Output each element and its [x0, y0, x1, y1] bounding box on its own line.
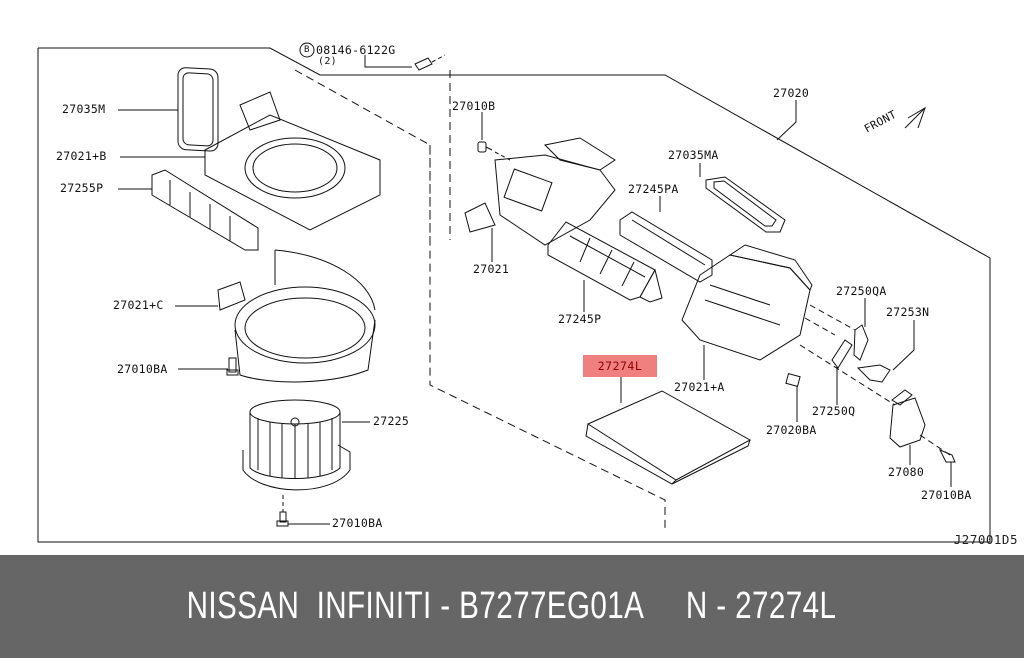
part-label[interactable]: 27010BA [117, 362, 168, 376]
screw-icon [226, 357, 239, 376]
screw-icon [477, 141, 511, 161]
exploded-lines [799, 304, 951, 456]
part-label[interactable]: 27021 [473, 262, 510, 276]
screw-icon [938, 449, 956, 463]
front-arrow-icon [904, 106, 926, 129]
bolt-symbol-circle-icon [299, 42, 315, 58]
blower-motor-27225-icon [242, 399, 351, 491]
part-label[interactable]: 27035M [62, 102, 106, 116]
filter-housing-27245p-icon [547, 221, 663, 303]
clip-27020ba-icon [785, 373, 801, 387]
actuator-27080-icon [889, 389, 926, 448]
bolt-icon [414, 54, 446, 71]
part-label[interactable]: 27035MA [668, 148, 719, 162]
lever-27250q-icon [831, 339, 853, 369]
main-housing-27021a-icon [681, 244, 813, 361]
outer-frame [37, 47, 991, 543]
part-label[interactable]: 27080 [888, 465, 925, 479]
part-label[interactable]: 27245P [558, 312, 602, 326]
diagram-linework [37, 42, 991, 543]
dashed-group-boundary [294, 69, 666, 530]
part-label[interactable]: 27253N [886, 305, 930, 319]
link-27253n-icon [856, 364, 891, 383]
drawing-code: J27001D5 [953, 532, 1018, 547]
highlighted-part-label[interactable]: 27274L [583, 355, 657, 377]
screw-icon [276, 495, 289, 527]
actuator-link-27250qa-icon [853, 324, 869, 361]
part-label[interactable]: 27010BA [332, 516, 383, 530]
part-label[interactable]: 27021+C [113, 298, 164, 312]
bolt-part-number[interactable]: 08146-6122G [316, 43, 396, 57]
part-label[interactable]: 27250QA [836, 284, 887, 298]
gasket-27035m-icon [177, 67, 219, 152]
cabin-filter-27274l-icon [585, 390, 752, 485]
grille-27255p-icon [151, 169, 259, 251]
part-label[interactable]: 27020BA [766, 423, 817, 437]
leader-lines [118, 55, 952, 525]
part-label[interactable]: 27021+A [674, 380, 725, 394]
part-label[interactable]: 27021+B [56, 149, 107, 163]
banner-text: NISSAN INFINITI - B7277EG01A N - 27274L [187, 585, 837, 627]
filter-frame-27245pa-icon [619, 211, 713, 283]
lower-case-27021c-icon [217, 249, 376, 383]
upper-case-27021b-icon [204, 91, 381, 231]
part-label[interactable]: 27250Q [812, 404, 856, 418]
part-label[interactable]: 27245PA [628, 182, 679, 196]
gasket-27035ma-icon [705, 176, 786, 233]
parts-diagram: B 08146-6122G (2) 27035M 27021+B 27255P … [37, 42, 1018, 547]
part-number-banner: NISSAN INFINITI - B7277EG01A N - 27274L [0, 555, 1024, 658]
part-label[interactable]: 27225 [373, 414, 410, 428]
bolt-quantity: (2) [318, 56, 337, 67]
part-label[interactable]: 27255P [60, 181, 104, 195]
part-label[interactable]: 27010BA [921, 488, 972, 502]
bolt-symbol: B [304, 45, 310, 55]
intake-housing-27021-icon [464, 137, 616, 246]
part-label[interactable]: 27020 [773, 86, 810, 100]
part-label[interactable]: 27010B [452, 99, 496, 113]
